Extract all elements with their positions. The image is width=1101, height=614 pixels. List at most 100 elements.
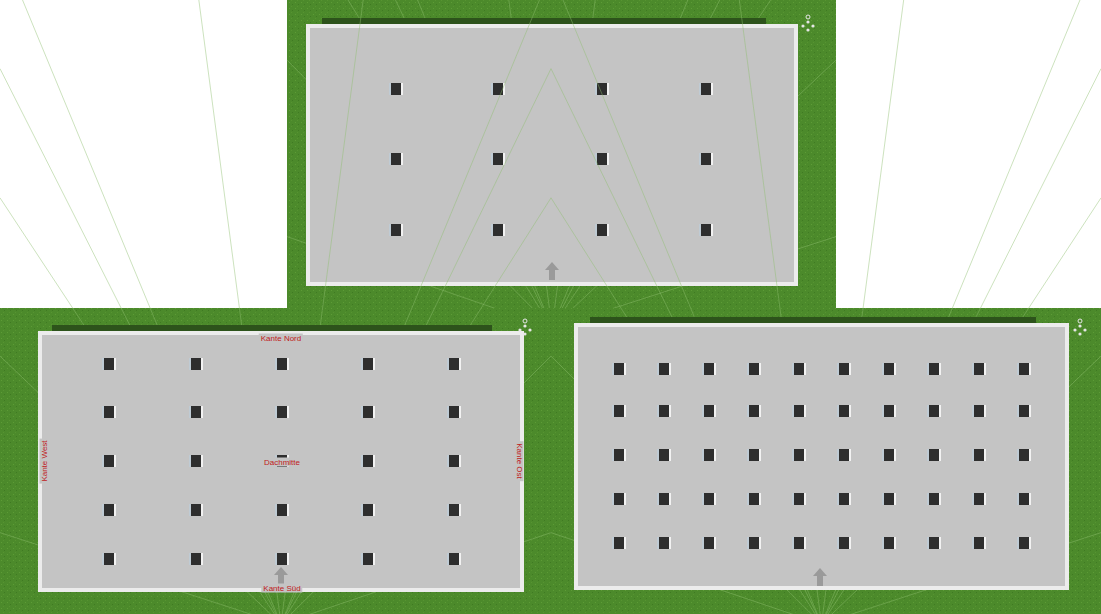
column-edge bbox=[491, 224, 493, 236]
column bbox=[882, 405, 894, 417]
column-edge bbox=[792, 449, 794, 461]
column-edge bbox=[882, 449, 884, 461]
roof-slab bbox=[308, 26, 796, 284]
column-edge bbox=[275, 553, 277, 565]
entry-arrow bbox=[274, 567, 288, 585]
column-edge bbox=[882, 537, 884, 549]
column bbox=[447, 358, 459, 370]
column bbox=[792, 537, 804, 549]
column bbox=[612, 363, 624, 375]
grass-ground bbox=[0, 308, 551, 614]
column-edge bbox=[927, 537, 929, 549]
column-edge bbox=[972, 449, 974, 461]
column bbox=[657, 449, 669, 461]
column-edge bbox=[702, 537, 704, 549]
column bbox=[927, 405, 939, 417]
column bbox=[189, 406, 201, 418]
column-edge bbox=[657, 405, 659, 417]
column-edge bbox=[612, 537, 614, 549]
column-edge bbox=[792, 405, 794, 417]
column bbox=[361, 455, 373, 467]
column-edge bbox=[491, 153, 493, 165]
column bbox=[837, 493, 849, 505]
column bbox=[612, 405, 624, 417]
edge-label: Dachmitte bbox=[262, 458, 302, 467]
column bbox=[927, 493, 939, 505]
column-edge bbox=[361, 358, 363, 370]
compass-icon bbox=[518, 319, 531, 336]
column-edge bbox=[882, 405, 884, 417]
column-edge bbox=[699, 224, 701, 236]
column bbox=[747, 493, 759, 505]
column-edge bbox=[837, 537, 839, 549]
column-edge bbox=[389, 153, 391, 165]
column-edge bbox=[837, 363, 839, 375]
column bbox=[595, 83, 607, 95]
column bbox=[702, 405, 714, 417]
column bbox=[927, 363, 939, 375]
edge-label: Kante Ost bbox=[515, 441, 524, 481]
column bbox=[102, 553, 114, 565]
column-edge bbox=[447, 406, 449, 418]
column-edge bbox=[361, 406, 363, 418]
column-edge bbox=[102, 504, 104, 516]
column bbox=[389, 83, 401, 95]
column-edge bbox=[447, 553, 449, 565]
column-edge bbox=[972, 405, 974, 417]
column bbox=[102, 406, 114, 418]
column bbox=[972, 363, 984, 375]
column-edge bbox=[612, 405, 614, 417]
column bbox=[1017, 449, 1029, 461]
column bbox=[361, 504, 373, 516]
column bbox=[699, 153, 711, 165]
column bbox=[747, 363, 759, 375]
column bbox=[361, 406, 373, 418]
column-edge bbox=[657, 493, 659, 505]
column-edge bbox=[882, 363, 884, 375]
plan-view bbox=[551, 0, 1101, 614]
column bbox=[275, 504, 287, 516]
column-edge bbox=[792, 493, 794, 505]
column-edge bbox=[1017, 537, 1019, 549]
column-edge bbox=[102, 553, 104, 565]
column bbox=[837, 363, 849, 375]
column bbox=[972, 537, 984, 549]
column bbox=[447, 504, 459, 516]
edge-label: Kante Süd bbox=[261, 584, 302, 593]
column bbox=[189, 504, 201, 516]
column bbox=[361, 358, 373, 370]
compass-icon bbox=[801, 15, 814, 32]
column-edge bbox=[102, 358, 104, 370]
roof-slab bbox=[576, 325, 1067, 588]
column-edge bbox=[702, 493, 704, 505]
column-edge bbox=[699, 83, 701, 95]
column bbox=[102, 504, 114, 516]
entry-arrow bbox=[813, 568, 827, 586]
column bbox=[1017, 493, 1029, 505]
column bbox=[389, 224, 401, 236]
column-edge bbox=[1017, 493, 1019, 505]
column bbox=[882, 363, 894, 375]
column bbox=[275, 406, 287, 418]
column bbox=[747, 405, 759, 417]
column bbox=[1017, 363, 1029, 375]
column bbox=[1017, 405, 1029, 417]
edge-label: Kante West bbox=[40, 438, 49, 483]
column-edge bbox=[972, 537, 974, 549]
column bbox=[275, 358, 287, 370]
column-edge bbox=[972, 363, 974, 375]
column-edge bbox=[702, 363, 704, 375]
column bbox=[447, 553, 459, 565]
column-edge bbox=[747, 493, 749, 505]
column-edge bbox=[657, 449, 659, 461]
column bbox=[595, 224, 607, 236]
column bbox=[612, 449, 624, 461]
column-edge bbox=[747, 537, 749, 549]
column bbox=[702, 363, 714, 375]
column bbox=[491, 153, 503, 165]
column bbox=[972, 405, 984, 417]
column bbox=[702, 493, 714, 505]
column bbox=[189, 358, 201, 370]
column-edge bbox=[927, 405, 929, 417]
